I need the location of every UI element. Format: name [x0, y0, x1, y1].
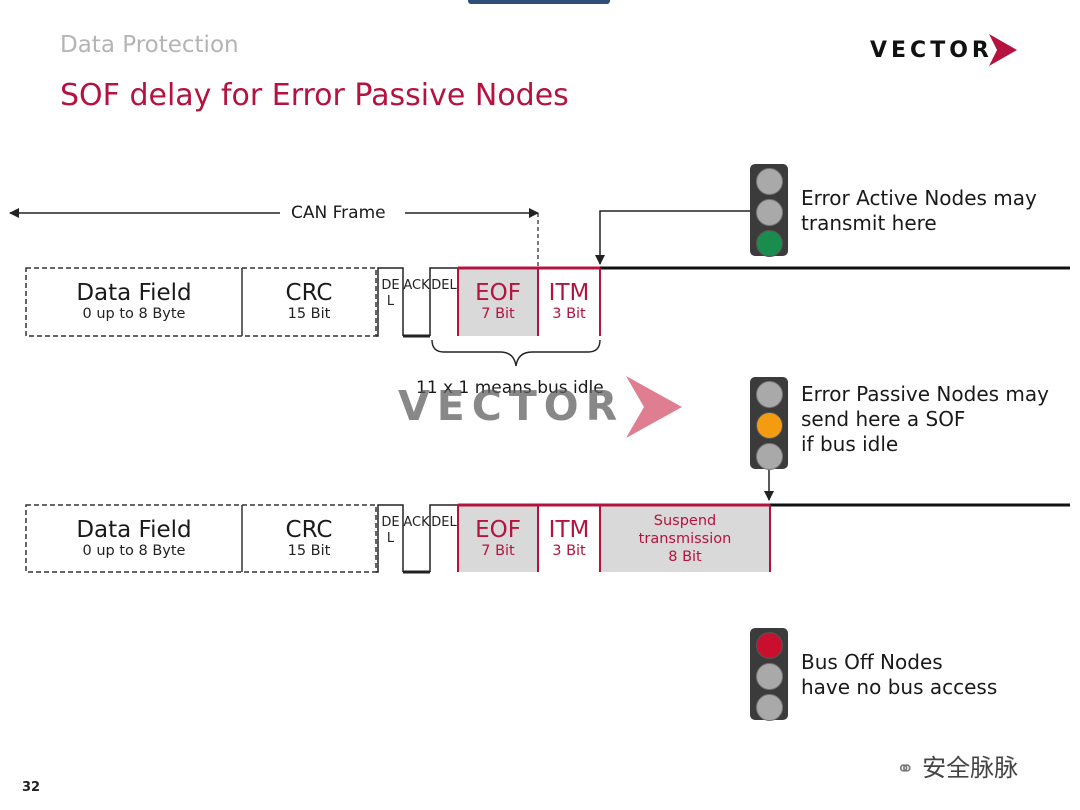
- vector-logo-text: VECTOR: [870, 38, 993, 63]
- section-title: Data Protection: [60, 32, 239, 58]
- vector-watermark-icon: [626, 376, 682, 438]
- traffic-light-yellow-text: Error Passive Nodes may send here a SOF …: [801, 382, 1049, 457]
- lamp-top: [755, 381, 783, 408]
- lamp-bottom-active: [755, 230, 783, 257]
- frame2-eof-sub: 7 Bit: [481, 543, 515, 559]
- frame2-ack-delimiter: DEL: [431, 515, 457, 530]
- page-number: 32: [22, 780, 41, 795]
- frame2-itm: ITM 3 Bit: [538, 517, 600, 559]
- yellow-line3: if bus idle: [801, 432, 899, 456]
- frame1-ack-delimiter: DEL: [431, 278, 457, 293]
- frame2-itm-sub: 3 Bit: [552, 543, 586, 559]
- lamp-bottom: [755, 694, 783, 721]
- frame-2-shapes: [25, 503, 1070, 574]
- red-line1: Bus Off Nodes: [801, 650, 943, 674]
- frame1-eof: EOF 7 Bit: [458, 280, 538, 322]
- frame1-itm: ITM 3 Bit: [538, 280, 600, 322]
- frame2-crc-delimiter: DEL: [381, 515, 400, 546]
- frame2-suspend-line3: 8 Bit: [668, 549, 702, 565]
- traffic-light-green-text: Error Active Nodes may transmit here: [801, 186, 1037, 236]
- vector-logo-icon: [989, 34, 1017, 66]
- frame2-suspend-line1: Suspend: [653, 513, 717, 529]
- green-line2: transmit here: [801, 211, 937, 235]
- frame2-eof-title: EOF: [475, 517, 521, 543]
- lamp-top-active: [755, 632, 783, 659]
- frame2-ack: ACK: [403, 515, 430, 530]
- frame1-crc: CRC 15 Bit: [242, 280, 376, 322]
- vector-watermark-text: VECTOR: [398, 382, 625, 430]
- frame1-crc-delimiter: DEL: [381, 278, 400, 309]
- frame2-crc-title: CRC: [285, 517, 333, 543]
- lamp-middle-active: [755, 412, 783, 439]
- wechat-icon: ⚭: [896, 757, 915, 782]
- traffic-light-red-text: Bus Off Nodes have no bus access: [801, 650, 997, 700]
- frame2-itm-title: ITM: [548, 517, 590, 543]
- frame1-ack: ACK: [403, 278, 430, 293]
- slide-title: SOF delay for Error Passive Nodes: [60, 78, 569, 113]
- frame1-data-field-sub: 0 up to 8 Byte: [82, 306, 186, 322]
- frame2-data-field-title: Data Field: [76, 517, 192, 543]
- green-line1: Error Active Nodes may: [801, 186, 1037, 210]
- frame2-suspend: Suspend transmission 8 Bit: [600, 512, 770, 566]
- frame1-crc-title: CRC: [285, 280, 333, 306]
- traffic-light-red: [750, 628, 788, 721]
- lamp-top: [755, 168, 783, 195]
- green-light-pointer: [595, 210, 752, 265]
- traffic-light-green: [750, 164, 788, 257]
- frame1-crc-sub: 15 Bit: [287, 306, 331, 322]
- frame2-crc: CRC 15 Bit: [242, 517, 376, 559]
- frame1-itm-title: ITM: [548, 280, 590, 306]
- frame1-data-field: Data Field 0 up to 8 Byte: [26, 280, 242, 322]
- window-tab-indicator: [468, 0, 610, 4]
- frame2-suspend-line2: transmission: [638, 531, 732, 547]
- lamp-bottom: [755, 443, 783, 470]
- lamp-middle: [755, 663, 783, 690]
- frame1-eof-title: EOF: [475, 280, 521, 306]
- frame1-eof-sub: 7 Bit: [481, 306, 515, 322]
- wechat-watermark-text: 安全脉脉: [922, 754, 1019, 782]
- frame2-data-field: Data Field 0 up to 8 Byte: [26, 517, 242, 559]
- wechat-watermark: ⚭ 安全脉脉: [896, 748, 1018, 783]
- frame1-itm-sub: 3 Bit: [552, 306, 586, 322]
- red-line2: have no bus access: [801, 675, 998, 699]
- frame2-crc-sub: 15 Bit: [287, 543, 331, 559]
- frame2-data-field-sub: 0 up to 8 Byte: [82, 543, 186, 559]
- can-frame-label: CAN Frame: [291, 203, 386, 223]
- yellow-line1: Error Passive Nodes may: [801, 382, 1049, 406]
- frame-1-shapes: [25, 266, 1070, 367]
- traffic-light-yellow: [750, 377, 788, 470]
- lamp-middle: [755, 199, 783, 226]
- bus-idle-label: 11 x 1 means bus idle: [416, 378, 604, 398]
- yellow-line2: send here a SOF: [801, 407, 966, 431]
- frame2-eof: EOF 7 Bit: [458, 517, 538, 559]
- frame1-data-field-title: Data Field: [76, 280, 192, 306]
